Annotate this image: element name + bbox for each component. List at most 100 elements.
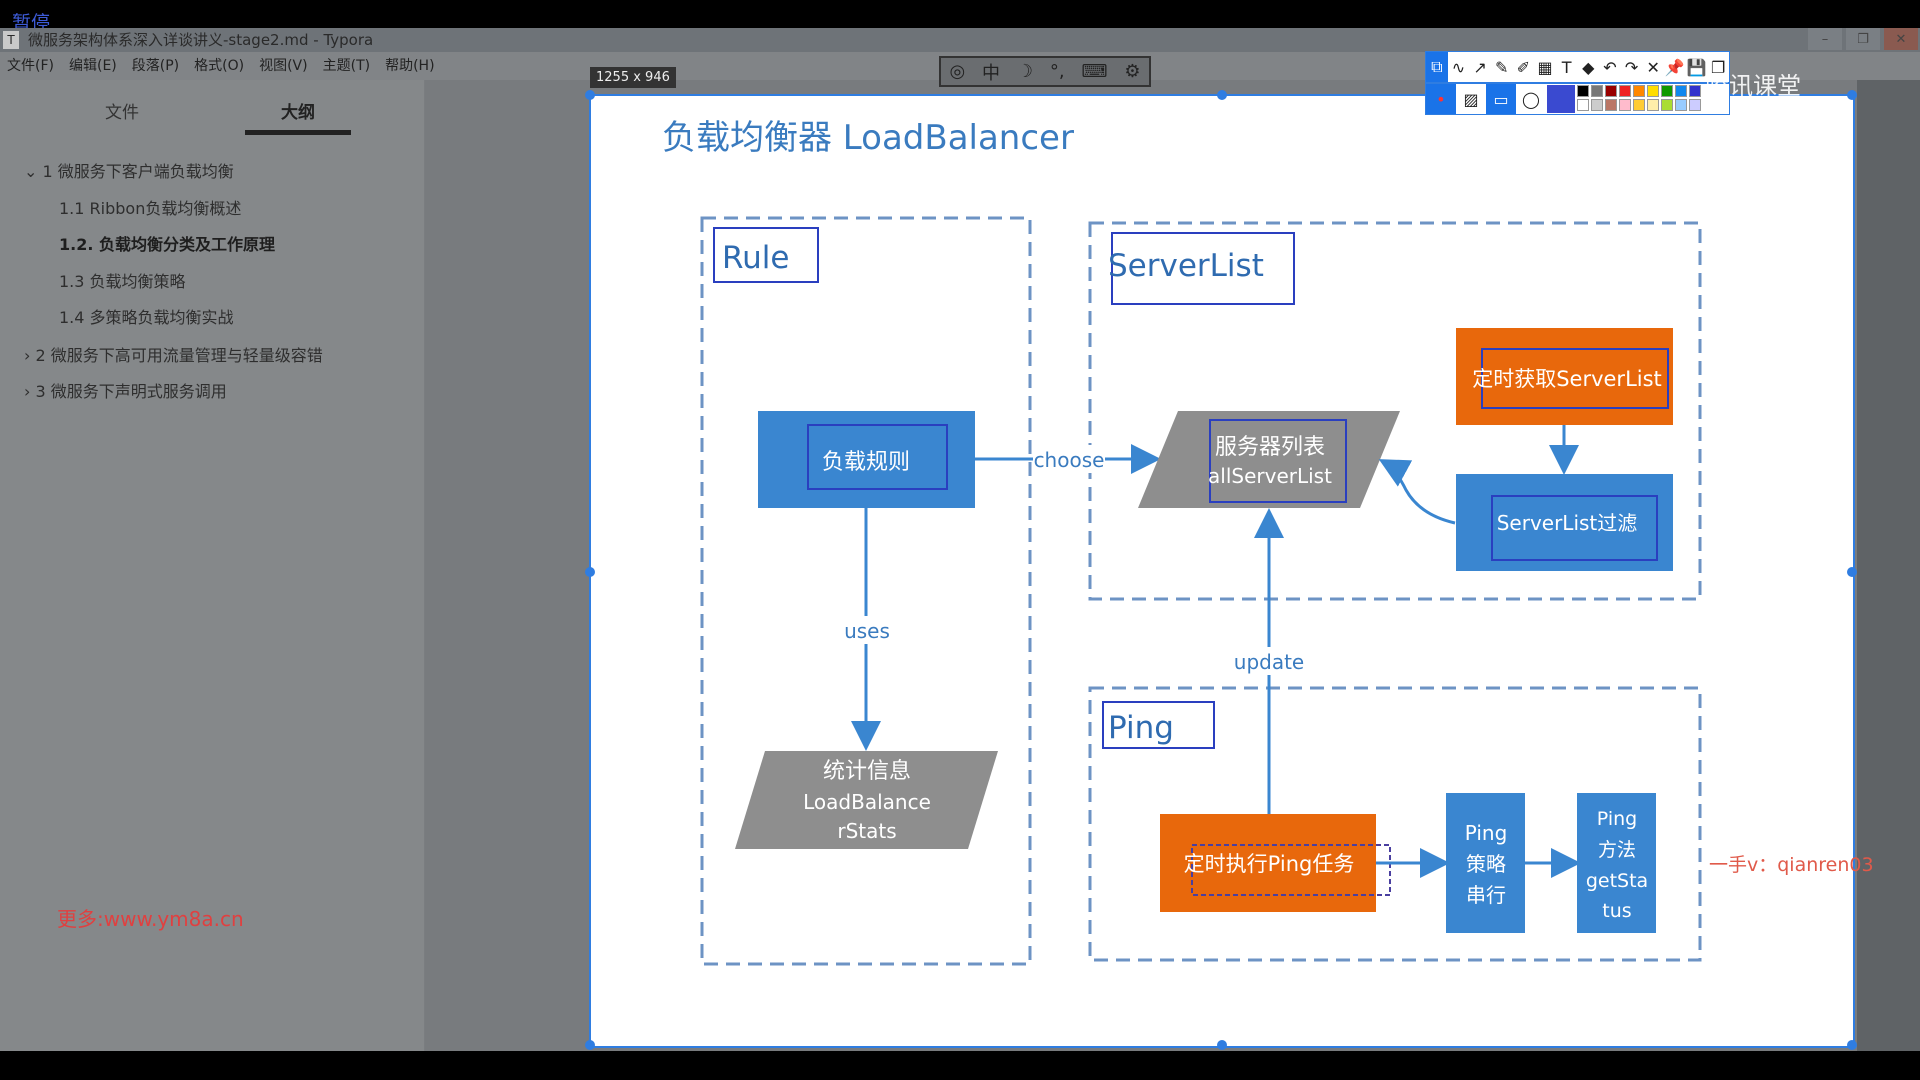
pencil-icon[interactable]: ✎ — [1495, 57, 1509, 77]
menu-file[interactable]: 文件(F) — [7, 58, 54, 74]
tencent-classroom-logo: 腾讯课堂 — [1705, 72, 1801, 100]
stats-text: rStats — [837, 819, 896, 843]
maximize-button[interactable]: ❐ — [1846, 28, 1880, 50]
menu-paragraph[interactable]: 段落(P) — [131, 58, 180, 74]
ime-chinese-toggle[interactable]: 中 — [982, 62, 1001, 84]
menu-theme[interactable]: 主题(T) — [322, 58, 371, 74]
bottom-black-bar — [0, 1051, 1920, 1080]
chevron-right-icon[interactable]: › — [24, 346, 36, 365]
tab-outline[interactable]: 大纲 — [281, 103, 315, 123]
resize-handle[interactable] — [585, 567, 595, 577]
uses-label: uses — [844, 619, 890, 643]
outline-item[interactable]: 1.1 Ribbon负载均衡概述 — [59, 199, 242, 218]
redo-icon[interactable]: ↷ — [1624, 57, 1639, 77]
ime-toolbar: ◎ 中 ☽ °, ⌨ ⚙ — [939, 56, 1151, 87]
ime-punct-icon[interactable]: °, — [1049, 61, 1065, 82]
menu-help[interactable]: 帮助(H) — [385, 58, 435, 74]
fetch-serverlist-text: 定时获取ServerList — [1472, 367, 1662, 391]
menu-view[interactable]: 视图(V) — [259, 58, 308, 74]
chevron-right-icon[interactable]: › — [24, 382, 36, 401]
cancel-icon[interactable]: ✕ — [1646, 57, 1660, 77]
choose-label: choose — [1034, 448, 1105, 472]
freehand-icon[interactable]: ∿ — [1451, 57, 1466, 77]
chevron-down-icon[interactable]: ⌄ — [24, 162, 43, 181]
title-bar: T 微服务架构体系深入详谈讲义-stage2.md - Typora – ❐ ✕ — [0, 28, 1920, 52]
ping-label: Ping — [1108, 710, 1174, 746]
watermark-right: 一手v：qianren03 — [1709, 854, 1874, 876]
mosaic-icon[interactable]: ▦ — [1537, 57, 1553, 77]
resize-handle[interactable] — [1217, 90, 1227, 100]
ime-keyboard-icon[interactable]: ⌨ — [1081, 61, 1108, 82]
resize-handle[interactable] — [1847, 567, 1857, 577]
ping-label-box — [1102, 701, 1215, 749]
snip-toolbar: ⧉ ∿ ↗ ✎ ✐ ▦ T ◆ ↶ ↷ ✕ 📌 💾 ❐ • ▨ ▭ ◯ — [1425, 51, 1730, 116]
ime-logo-icon[interactable]: ◎ — [949, 61, 966, 82]
window-title: 微服务架构体系深入详谈讲义-stage2.md - Typora — [28, 31, 374, 49]
ping-group — [1088, 686, 1702, 962]
outline-item[interactable]: › 3 微服务下声明式服务调用 — [24, 382, 227, 401]
resize-handle[interactable] — [1847, 1040, 1857, 1050]
color-dot-icon[interactable]: • — [1426, 84, 1456, 114]
ellipse-icon[interactable]: ◯ — [1522, 89, 1540, 109]
ime-moon-icon[interactable]: ☽ — [1016, 61, 1034, 82]
highlighter-icon[interactable]: ✐ — [1516, 57, 1531, 77]
text-icon[interactable]: T — [1561, 57, 1572, 77]
resize-handle[interactable] — [585, 90, 595, 100]
top-black-bar — [0, 0, 1920, 28]
stats-text: 统计信息 — [823, 759, 911, 784]
serverlist-label-box — [1111, 232, 1295, 305]
save-icon[interactable]: 💾 — [1686, 57, 1707, 77]
stats-text: LoadBalance — [803, 790, 931, 814]
rule-label: Rule — [722, 240, 789, 276]
load-rule-text: 负载规则 — [822, 450, 910, 475]
serverlist-label: ServerList — [1108, 248, 1264, 284]
ping-method-box — [1577, 793, 1656, 933]
ping-task-text: 定时执行Ping任务 — [1184, 852, 1355, 876]
copy-icon[interactable]: ❐ — [1710, 57, 1726, 77]
outline-item[interactable]: 1.4 多策略负载均衡实战 — [59, 308, 234, 327]
ping-strategy-box — [1446, 793, 1525, 933]
ping-method-text: getSta — [1586, 870, 1648, 892]
outline-item[interactable]: › 2 微服务下高可用流量管理与轻量级容错 — [24, 346, 323, 365]
ime-gear-icon[interactable]: ⚙ — [1124, 61, 1141, 82]
undo-icon[interactable]: ↶ — [1603, 57, 1617, 77]
menu-format[interactable]: 格式(O) — [194, 58, 245, 74]
serverlist-group — [1088, 221, 1702, 601]
rule-group — [700, 216, 1032, 966]
current-color-swatch[interactable] — [1547, 85, 1575, 113]
outline-item[interactable]: ⌄ 1 微服务下客户端负载均衡 — [24, 162, 234, 181]
update-label: update — [1234, 650, 1304, 674]
ping-method-text: 方法 — [1598, 839, 1636, 861]
diagram-title: 负载均衡器 LoadBalancer — [662, 118, 1074, 158]
ping-method-text: Ping — [1597, 808, 1637, 830]
outline-item[interactable]: 1.3 负载均衡策略 — [59, 272, 186, 291]
server-list-text: 服务器列表 — [1215, 435, 1325, 460]
color-palette[interactable] — [1576, 84, 1716, 114]
ping-strategy-text: 策略 — [1466, 852, 1506, 876]
ping-strategy-text: 串行 — [1466, 883, 1506, 907]
minimize-button[interactable]: – — [1808, 28, 1842, 50]
close-button[interactable]: ✕ — [1884, 28, 1918, 50]
outline-item-active[interactable]: 1.2. 负载均衡分类及工作原理 — [59, 235, 275, 254]
server-list-text: allServerList — [1208, 464, 1332, 488]
pin-icon[interactable]: 📌 — [1664, 57, 1685, 77]
eraser-icon[interactable]: ◆ — [1582, 57, 1595, 77]
arrow-icon[interactable]: ↗ — [1473, 57, 1487, 77]
text-selection-box[interactable] — [1191, 844, 1391, 896]
resize-handle[interactable] — [1217, 1040, 1227, 1050]
ping-method-text: tus — [1602, 900, 1631, 922]
fill-pattern-icon[interactable]: ▨ — [1463, 89, 1479, 109]
sidebar: 文件 大纲 ⌄ 1 微服务下客户端负载均衡 1.1 Ribbon负载均衡概述 1… — [0, 80, 425, 1051]
stats-parallelogram — [735, 751, 998, 849]
shape-tool-icon[interactable]: ⧉ — [1426, 52, 1448, 82]
resize-handle[interactable] — [1847, 90, 1857, 100]
rectangle-icon[interactable]: ▭ — [1486, 84, 1516, 114]
tab-files[interactable]: 文件 — [105, 103, 139, 123]
resize-handle[interactable] — [585, 1040, 595, 1050]
serverlist-filter-text: ServerList过滤 — [1497, 511, 1638, 535]
server-list-parallelogram — [1138, 411, 1400, 508]
rule-label-box — [713, 227, 819, 283]
ping-strategy-text: Ping — [1465, 821, 1508, 845]
menu-edit[interactable]: 编辑(E) — [68, 58, 117, 74]
